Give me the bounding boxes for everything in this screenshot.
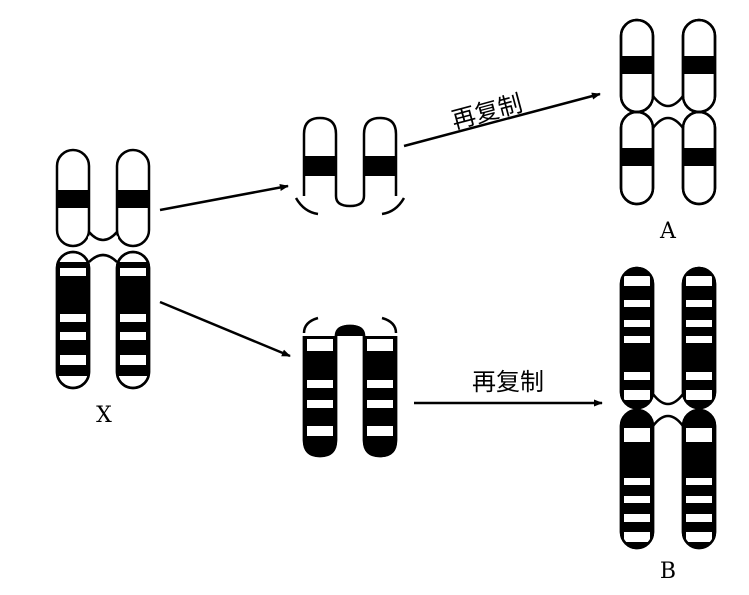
fragment-upper-left-band (304, 156, 336, 176)
step-label-top: 再复制 (449, 89, 526, 135)
chromosome-x-centromere-fill (88, 236, 118, 258)
label-b: B (660, 559, 676, 584)
arrow-x-to-upper-fragment (159, 183, 289, 212)
label-x: X (96, 403, 112, 428)
chromosome-x-light-bands (60, 268, 146, 365)
step-label-bottom: 再复制 (472, 368, 544, 396)
chromosome-a (619, 18, 717, 206)
fragment-upper (294, 116, 406, 216)
arrow-replicate-upper (403, 92, 601, 148)
chromosome-a-centromere (652, 95, 684, 129)
fragment-upper-right-band (364, 156, 396, 176)
chromosome-b (619, 266, 717, 550)
chromosome-x-centromere (88, 231, 118, 263)
arrow-x-to-lower-fragment (159, 300, 291, 358)
fragment-lower (302, 316, 398, 458)
label-a: A (659, 219, 677, 244)
chromosome-b-centromere (652, 393, 684, 427)
